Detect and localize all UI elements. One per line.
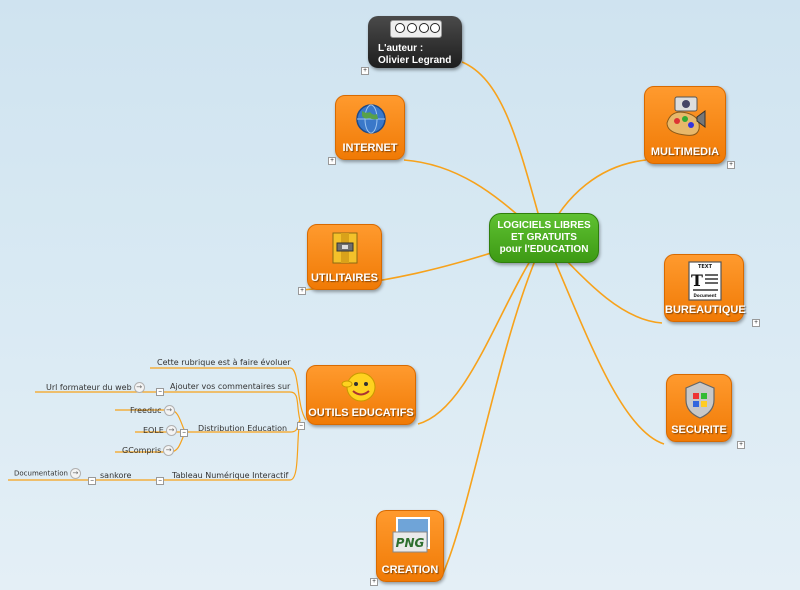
- svg-text:PNG: PNG: [396, 536, 425, 550]
- outils-educatifs-collapse-toggle[interactable]: −: [297, 422, 305, 430]
- creation-node[interactable]: PNG CREATION: [376, 510, 444, 582]
- url-formateur-label: Url formateur du web: [46, 383, 132, 392]
- sankore-collapse-toggle[interactable]: −: [88, 477, 96, 485]
- author-label: L'auteur :: [378, 43, 424, 54]
- central-topic-line-3: pour l'EDUCATION: [499, 244, 589, 255]
- link-arrow-icon[interactable]: →: [163, 445, 175, 456]
- link-arrow-icon[interactable]: →: [69, 468, 81, 479]
- svg-text:Document: Document: [694, 293, 717, 298]
- bureautique-node[interactable]: TEXT T Document BUREAUTIQUE: [664, 254, 746, 322]
- multimedia-label: MULTIMEDIA: [650, 146, 720, 158]
- internet-expand-toggle[interactable]: +: [328, 157, 336, 165]
- outils-educatifs-label: OUTILS EDUCATIFS: [308, 407, 414, 419]
- zip-archive-icon: [332, 232, 358, 264]
- topic-rubrique[interactable]: Cette rubrique est à faire évoluer: [157, 358, 291, 367]
- topic-gcompris[interactable]: GCompris→: [122, 445, 175, 456]
- central-topic-line-2: ET GRATUITS: [511, 232, 577, 243]
- topic-url-formateur[interactable]: Url formateur du web→: [46, 382, 145, 393]
- topic-freeduc[interactable]: Freeduc→: [130, 405, 175, 416]
- link-arrow-icon[interactable]: →: [133, 382, 145, 393]
- globe-icon: [356, 104, 386, 134]
- author-name: Olivier Legrand: [378, 55, 452, 66]
- topic-eole[interactable]: EOLE→: [143, 425, 177, 436]
- author-node[interactable]: L'auteur : Olivier Legrand: [368, 16, 462, 68]
- commentaires-collapse-toggle[interactable]: −: [156, 388, 164, 396]
- gcompris-label: GCompris: [122, 446, 162, 455]
- eole-label: EOLE: [143, 426, 164, 435]
- outils-educatifs-node[interactable]: OUTILS EDUCATIFS: [306, 365, 416, 425]
- link-arrow-icon[interactable]: →: [165, 425, 177, 436]
- central-topic-line-1: LOGICIELS LIBRES: [497, 220, 591, 231]
- topic-documentation[interactable]: Documentation→: [14, 468, 81, 479]
- svg-text:TEXT: TEXT: [698, 264, 713, 270]
- bureautique-expand-toggle[interactable]: +: [752, 319, 760, 327]
- multimedia-node[interactable]: MULTIMEDIA: [644, 86, 726, 164]
- utilitaires-expand-toggle[interactable]: +: [298, 287, 306, 295]
- link-arrow-icon[interactable]: →: [163, 405, 175, 416]
- internet-node[interactable]: INTERNET: [335, 95, 405, 160]
- topic-distribution[interactable]: Distribution Education: [198, 424, 288, 433]
- tni-collapse-toggle[interactable]: −: [156, 477, 164, 485]
- creation-label: CREATION: [381, 564, 439, 576]
- documentation-label: Documentation: [14, 469, 68, 478]
- topic-tni[interactable]: Tableau Numérique Interactif: [172, 471, 289, 480]
- creation-expand-toggle[interactable]: +: [370, 578, 378, 586]
- shield-icon: [685, 381, 715, 419]
- creative-commons-icon: [390, 20, 442, 38]
- utilitaires-node[interactable]: UTILITAIRES: [307, 224, 382, 290]
- text-document-icon: TEXT T Document: [688, 261, 722, 301]
- central-topic[interactable]: LOGICIELS LIBRES ET GRATUITS pour l'EDUC…: [489, 213, 599, 263]
- distribution-collapse-toggle[interactable]: −: [180, 429, 188, 437]
- utilitaires-label: UTILITAIRES: [310, 272, 378, 284]
- topic-commentaires[interactable]: Ajouter vos commentaires sur: [170, 382, 291, 391]
- securite-node[interactable]: SECURITE: [666, 374, 732, 442]
- freeduc-label: Freeduc: [130, 406, 162, 415]
- multimedia-expand-toggle[interactable]: +: [727, 161, 735, 169]
- svg-text:T: T: [691, 271, 703, 290]
- multimedia-icon: [666, 96, 706, 136]
- author-expand-toggle[interactable]: +: [361, 67, 369, 75]
- internet-label: INTERNET: [342, 142, 398, 154]
- png-image-icon: PNG: [392, 517, 430, 553]
- topic-sankore[interactable]: sankore: [100, 471, 132, 480]
- smiley-icon: [341, 372, 376, 402]
- securite-label: SECURITE: [671, 424, 727, 436]
- bureautique-label: BUREAUTIQUE: [665, 304, 746, 316]
- securite-expand-toggle[interactable]: +: [737, 441, 745, 449]
